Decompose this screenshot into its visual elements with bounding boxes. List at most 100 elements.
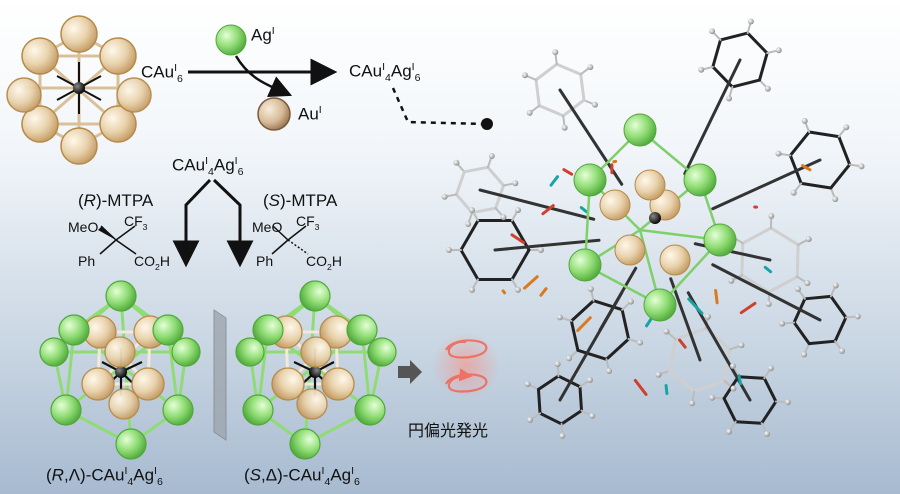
linker-bond [493,238,601,252]
h-atom [805,236,812,243]
ring-bond [767,275,799,294]
h-atom [709,394,716,401]
ring-bond [538,411,564,426]
ring-bond [758,51,769,82]
heteroatom-bond [664,384,669,395]
ring-bond [534,62,559,82]
ring-bond [711,38,722,69]
h-atom [784,399,791,406]
h-atom [592,101,599,108]
ring-bond [620,308,631,341]
cau6-label: CAuI6 [141,62,183,86]
r-lambda-cluster-icon [39,280,201,460]
h-atom [586,377,593,384]
ag-atom [623,113,657,147]
heteroatom-bond [678,338,687,349]
heteroatom-bond [576,316,592,333]
ring-bond [569,299,596,323]
ring-bond [769,226,800,247]
au-atom [634,169,666,201]
ring-bond [722,347,732,383]
heteroatom-bond [579,206,589,214]
ring-bond [579,72,586,102]
circularly-polarized-light-icon [432,332,500,400]
ag-atom [573,163,607,197]
au-atom [599,189,631,221]
h-atom [663,328,670,335]
h-atom [566,355,573,362]
h-atom [801,351,808,358]
dashed-connector [391,87,484,126]
heteroatom-bond [739,301,757,315]
ring-bond [668,337,678,373]
h-atom [854,313,861,320]
s-mtpa-structure-icon [271,225,309,255]
ag-atom [703,223,737,257]
ring-bond [536,387,542,415]
h-atom [775,47,782,54]
product-label: CAuI4AgI6 [349,61,421,85]
r-co2h-label: CO2H [134,253,170,272]
ring-bond [718,31,750,42]
linker-bond [683,58,742,176]
ring-bond [829,294,848,320]
h-atom [689,400,696,407]
ag-atom [568,248,602,282]
h-atom [589,412,596,419]
ring-bond [760,400,778,425]
linker-bond [478,188,596,221]
ring-bond [799,181,833,190]
h-atom [559,432,566,439]
h-atom [775,150,782,157]
h-atom [587,64,594,71]
h-atom [469,207,475,214]
ag-atom [683,163,717,197]
h-atom [858,163,865,170]
branching-arrows [172,178,254,268]
h-atom [843,124,850,131]
h-atom [527,416,534,423]
h-atom [832,282,839,289]
h-atom [441,193,448,200]
h-atom [524,381,531,388]
heteroatom-bond [562,168,574,176]
gold-sphere-icon [257,97,291,131]
ring-bond [569,319,580,352]
heteroatom-bond [687,297,704,315]
h-atom [779,320,786,327]
ag-reagent-label: AgI [251,25,275,45]
heteroatom-bond [501,289,507,295]
green-sphere-icon [215,24,247,56]
ring-bond [510,248,531,281]
ring-bond [510,219,531,252]
h-atom [839,347,846,354]
ring-bond [560,409,584,426]
h-atom [637,339,644,346]
h-atom [730,385,737,392]
linker-bond [711,263,822,322]
center-label: CAuI4AgI6 [172,155,244,179]
h-atom [556,314,563,321]
r-mtpa-label: (R)-MTPA [78,191,154,210]
h-atom [515,207,521,214]
h-atom [832,196,839,203]
ring-bond [762,376,778,404]
h-atom [538,247,544,253]
ring-bond [494,183,506,210]
heteroatom-bond [763,265,773,274]
linker-bond [711,158,822,211]
cpl-label: 円偏光発光 [408,421,489,440]
h-atom [453,159,460,166]
ring-bond [576,348,608,361]
ring-bond [807,339,837,346]
r-cf3-label: CF3 [124,213,148,232]
emission-arrow [398,360,422,384]
s-mtpa-label: (S)-MTPA [263,191,338,210]
crystal-structure-icon [441,18,865,439]
heteroatom-bond [714,289,719,305]
h-atom [512,180,519,187]
gold-cluster-icon [6,15,152,165]
h-atom [521,72,528,79]
